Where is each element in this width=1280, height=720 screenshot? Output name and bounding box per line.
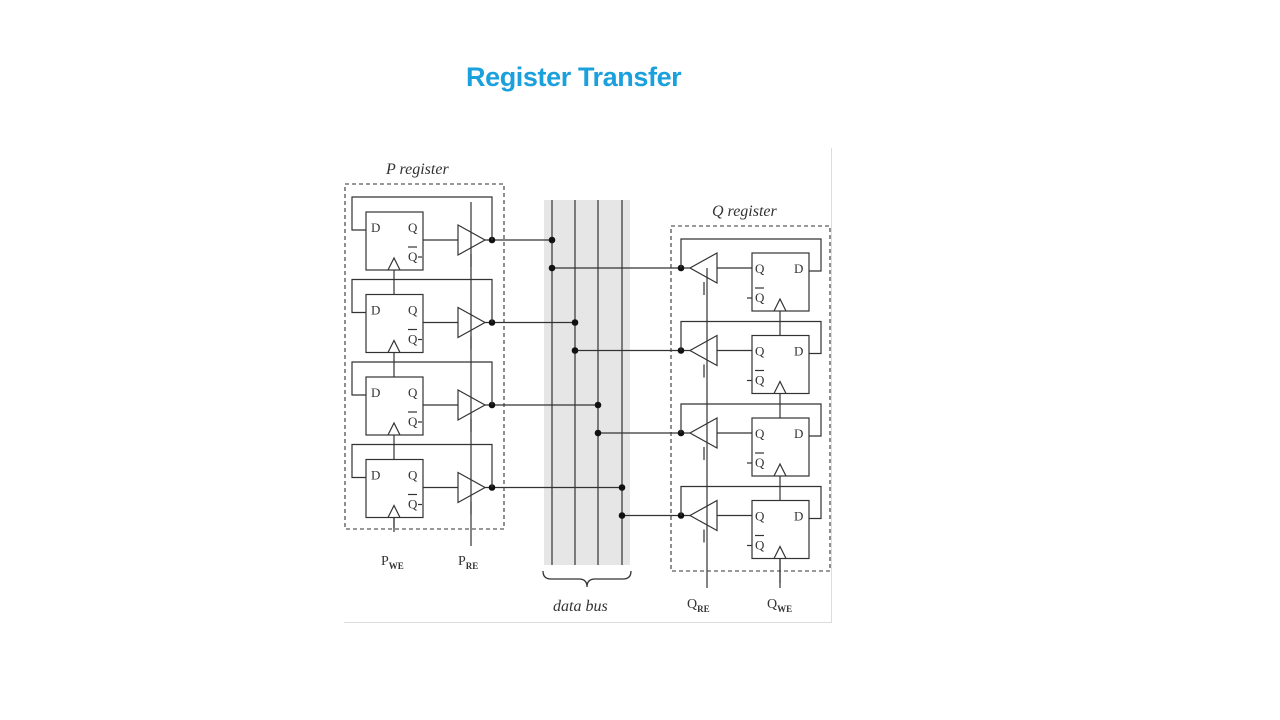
flipflop-d-label: D: [794, 261, 803, 276]
junction-dot: [571, 319, 579, 326]
flipflop-d-label: D: [371, 303, 380, 318]
clock-marker: [773, 380, 787, 394]
clock-marker: [387, 504, 401, 518]
flipflop-qbar-label: Q: [408, 414, 418, 429]
flipflop-q-label: Q: [408, 468, 418, 483]
clock-marker: [387, 339, 401, 353]
flipflop-q-label: Q: [755, 509, 765, 524]
clock-marker: [387, 421, 401, 436]
flipflop-qbar-label: Q: [408, 249, 418, 264]
junction-dot: [594, 401, 602, 409]
p-register-label: P register: [385, 161, 449, 178]
flipflop-d-label: D: [794, 344, 803, 359]
q-register-outline: [670, 225, 831, 572]
q-register-label: Q register: [712, 203, 778, 220]
p-write-enable-label: PWE: [381, 554, 404, 571]
flipflop-d-label: D: [371, 220, 380, 235]
p-feedback-wire: [351, 278, 493, 323]
flipflop-d-label: D: [794, 426, 803, 441]
flipflop-qbar-label: Q: [408, 497, 418, 512]
junction-dot: [618, 484, 626, 491]
flipflop-qbar-label: Q: [755, 538, 765, 553]
q-feedback-wire: [680, 238, 822, 272]
flipflop-q-label: Q: [755, 344, 765, 359]
junction-dot: [677, 512, 685, 519]
flipflop-q-label: Q: [408, 303, 418, 318]
junction-dot: [571, 347, 579, 354]
junction-dot: [618, 512, 626, 519]
junction-dot: [548, 264, 556, 272]
clock-marker: [773, 462, 787, 477]
clock-marker: [387, 256, 401, 271]
slide-title: Register Transfer: [466, 62, 682, 92]
data-bus-band: [544, 200, 630, 565]
flipflop-qbar-label: Q: [755, 290, 765, 305]
q-read-buffer: [688, 499, 718, 532]
p-feedback-wire: [351, 196, 493, 240]
p-feedback-wire: [351, 361, 493, 405]
q-write-enable-label: QWE: [767, 597, 792, 614]
clock-marker: [773, 297, 787, 312]
q-feedback-wire: [680, 485, 822, 520]
q-feedback-wire: [680, 403, 822, 437]
flipflop-d-label: D: [371, 468, 380, 483]
clock-marker: [773, 545, 787, 559]
data-bus-label: data bus: [553, 598, 608, 615]
q-read-enable-label: QRE: [687, 597, 710, 614]
p-feedback-wire: [351, 443, 493, 488]
flipflop-d-label: D: [794, 509, 803, 524]
flipflop-qbar-label: Q: [755, 373, 765, 388]
flipflop-qbar-label: Q: [408, 332, 418, 347]
flipflop-d-label: D: [371, 385, 380, 400]
p-read-enable-label: PRE: [458, 554, 478, 571]
q-read-buffer: [688, 416, 718, 450]
flipflop-q-label: Q: [755, 426, 765, 441]
q-feedback-wire: [680, 320, 822, 355]
flipflop-qbar-label: Q: [755, 455, 765, 470]
junction-dot: [548, 236, 556, 244]
p-register-outline: [344, 183, 505, 530]
flipflop-q-label: Q: [408, 220, 418, 235]
flipflop-q-label: Q: [408, 385, 418, 400]
q-read-buffer: [688, 251, 718, 285]
flipflop-q-label: Q: [755, 261, 765, 276]
q-read-buffer: [688, 334, 718, 367]
bus-brace: [542, 570, 632, 588]
junction-dot: [594, 429, 602, 437]
